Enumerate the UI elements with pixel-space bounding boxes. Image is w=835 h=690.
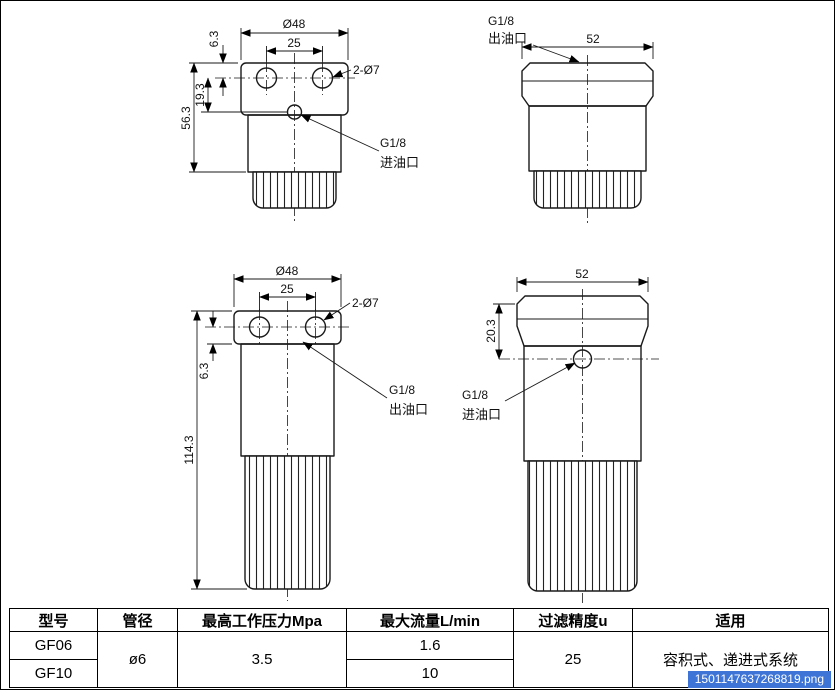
callout-outlet-port: G1/8 出油口 (488, 14, 580, 63)
dim-port-offset: 20.3 (484, 303, 515, 360)
view-front-short: Ø48 25 6.3 19.3 56.3 2-Ø7 (179, 17, 419, 223)
dim-text: 20.3 (484, 319, 498, 343)
dim-text: 6.3 (197, 362, 211, 379)
col-header-model: 型号 (9, 608, 98, 632)
col-header-max-flow: 最大流量L/min (346, 608, 514, 632)
view-side-long: 52 20.3 G1/8 进油口 (462, 267, 659, 603)
port-label: 进油口 (380, 155, 419, 170)
dim-text: 6.3 (207, 30, 221, 47)
cell-model: GF06 (9, 631, 98, 660)
dim-width: 52 (516, 267, 649, 292)
dim-bottom-offset: 6.3 (197, 311, 232, 379)
cell-flow: 1.6 (346, 631, 514, 660)
callout-text: 2-Ø7 (353, 63, 380, 77)
port-label: 进油口 (462, 407, 501, 422)
col-header-application: 适用 (632, 608, 829, 632)
thread-label: G1/8 (380, 136, 406, 150)
dim-text: 25 (280, 282, 294, 296)
ribbed-cap (533, 170, 642, 209)
view-front-long: Ø48 25 2-Ø7 6.3 114.3 G1/8 出油口 (182, 264, 428, 601)
dim-text: Ø48 (283, 17, 306, 31)
mounting-hole-left (248, 316, 271, 338)
technical-drawing: Ø48 25 6.3 19.3 56.3 2-Ø7 (179, 14, 659, 603)
thread-label: G1/8 (462, 388, 488, 402)
dim-hole-spacing: 25 (259, 282, 316, 311)
view-side-short: 52 G1/8 出油口 (488, 14, 654, 223)
table-row-gf10: GF10 10 (9, 659, 829, 688)
dim-width: 52 (521, 32, 654, 59)
dim-text: Ø48 (276, 264, 299, 278)
mounting-hole-right (311, 67, 334, 89)
dim-text: 19.3 (193, 83, 207, 107)
cell-pipe-diameter: ø6 (97, 631, 178, 688)
callout-text: 2-Ø7 (352, 296, 379, 310)
dim-text: 56.3 (179, 106, 193, 130)
dim-hole-spacing: 25 (266, 36, 323, 61)
callout-inlet-port: G1/8 进油口 (462, 362, 576, 422)
mounting-hole-right (304, 316, 327, 338)
callout-outlet-port: G1/8 出油口 (302, 341, 428, 417)
filter-element (527, 460, 638, 592)
dim-text: 52 (575, 267, 589, 281)
dim-text: 25 (287, 36, 301, 50)
ribbed-cap (252, 171, 337, 209)
spec-table-container: 型号 管径 最高工作压力Mpa 最大流量L/min 过滤精度u 适用 GF06 … (9, 608, 829, 688)
cell-model: GF10 (9, 659, 98, 688)
spec-table: 型号 管径 最高工作压力Mpa 最大流量L/min 过滤精度u 适用 GF06 … (9, 608, 829, 688)
cell-filtration: 25 (513, 631, 633, 688)
dim-port-offset: 19.3 (193, 77, 287, 113)
table-row-gf06: GF06 ø6 3.5 1.6 25 容积式、递进式系统 (9, 631, 829, 688)
port-label: 出油口 (488, 31, 527, 46)
dim-body-height: 56.3 (179, 62, 246, 173)
thread-label: G1/8 (488, 14, 514, 28)
port-label: 出油口 (389, 402, 428, 417)
callout-holes: 2-Ø7 (332, 63, 380, 78)
dim-text: 52 (586, 32, 600, 46)
inlet-port-circle (572, 349, 593, 369)
inlet-port-circle (286, 104, 303, 120)
dim-diameter: Ø48 (233, 264, 342, 307)
watermark-filename: 1501147637268819.png (687, 671, 831, 688)
filter-element (244, 455, 331, 590)
callout-inlet-port: G1/8 进油口 (300, 114, 419, 170)
mounting-hole-left (255, 67, 278, 89)
cell-max-pressure: 3.5 (177, 631, 347, 688)
mounting-plate (240, 62, 349, 116)
callout-holes: 2-Ø7 (323, 296, 379, 321)
col-header-filtration: 过滤精度u (513, 608, 633, 632)
table-header-row: 型号 管径 最高工作压力Mpa 最大流量L/min 过滤精度u 适用 (9, 608, 829, 632)
cell-flow: 10 (346, 659, 514, 688)
col-header-pipe-diameter: 管径 (97, 608, 178, 632)
dim-text: 114.3 (182, 435, 196, 464)
thread-label: G1/8 (389, 383, 415, 397)
dim-diameter: Ø48 (240, 17, 349, 60)
dim-total-height: 114.3 (182, 310, 247, 590)
col-header-max-pressure: 最高工作压力Mpa (177, 608, 347, 632)
